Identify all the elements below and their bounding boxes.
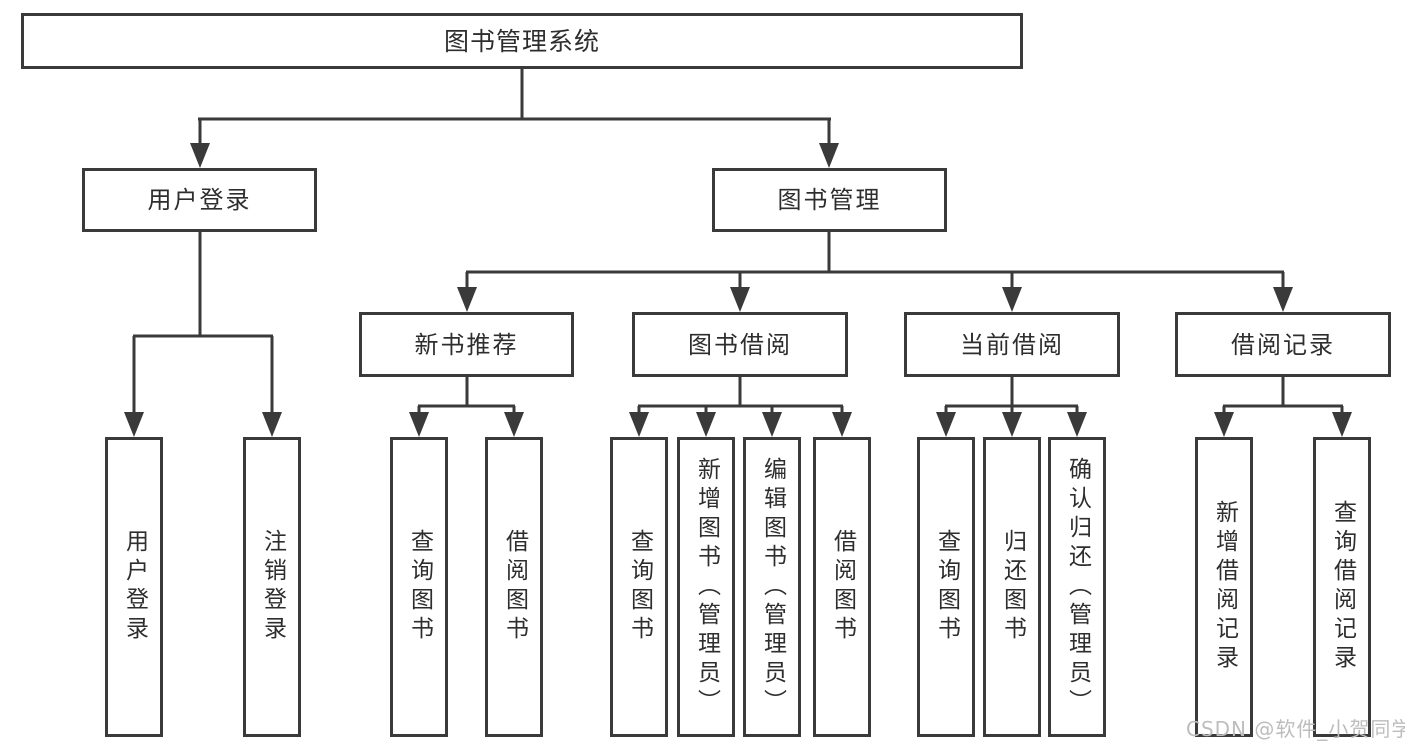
csdn-watermark: CSDN @软件_小贺同学 [1186, 717, 1405, 741]
leaf-edit-book-admin: 编辑图书（管理员） [743, 437, 801, 737]
leaf-query-borrow-record: 查询借阅记录 [1313, 437, 1371, 737]
node-book-borrowing: 图书借阅 [632, 312, 848, 377]
node-new-book-recommendation: 新书推荐 [359, 312, 574, 377]
leaf-confirm-return-admin: 确认归还（管理员） [1048, 437, 1106, 737]
leaf-borrow-books-borrow: 借阅图书 [813, 437, 871, 737]
node-book-management: 图书管理 [712, 168, 947, 232]
leaf-query-books-recommend: 查询图书 [390, 437, 448, 737]
leaf-add-borrow-record: 新增借阅记录 [1195, 437, 1253, 737]
leaf-return-book: 归还图书 [983, 437, 1041, 737]
node-borrowing-records: 借阅记录 [1175, 312, 1391, 377]
node-current-borrowing: 当前借阅 [904, 312, 1120, 377]
node-library-management-system: 图书管理系统 [21, 13, 1023, 69]
leaf-logout-login: 注销登录 [243, 437, 301, 737]
leaf-user-login: 用户登录 [105, 437, 163, 737]
leaf-borrow-books-recommend: 借阅图书 [485, 437, 543, 737]
leaf-add-book-admin: 新增图书（管理员） [677, 437, 735, 737]
leaf-query-books-current: 查询图书 [917, 437, 975, 737]
node-user-login: 用户登录 [82, 168, 317, 232]
leaf-query-books-borrow: 查询图书 [610, 437, 668, 737]
